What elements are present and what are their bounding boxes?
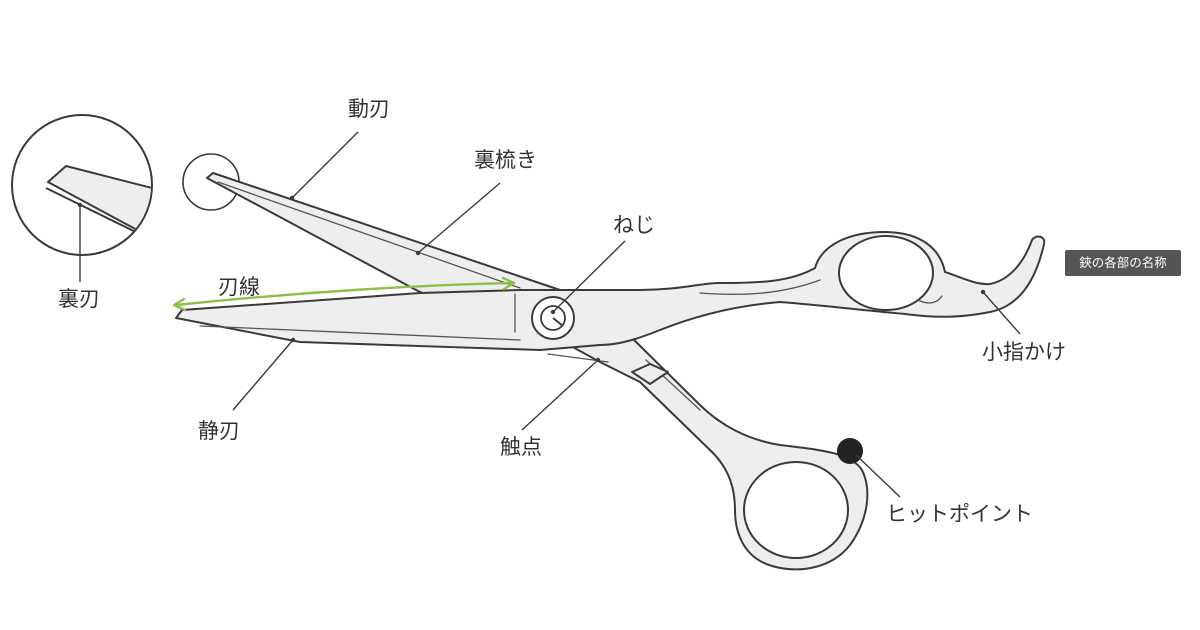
label-back-comb: 裏梳き [474,148,537,172]
still-blade-and-handle [175,231,1046,363]
label-hit-point: ヒットポイント [886,502,1033,526]
leader-back-comb [417,182,501,254]
handle-stopper [631,363,669,385]
dot-moving-blade [289,195,295,201]
label-blade-line: 刃線 [218,275,260,299]
lower-handle [559,337,869,571]
dot-back-comb [415,250,421,256]
still-blade-shape [175,231,1046,351]
label-pinky-rest: 小指かけ [982,340,1066,364]
leader-moving-blade [291,131,359,199]
dot-contact-point [595,357,601,363]
back-blade-detail [11,114,153,256]
leader-lines [77,131,1021,498]
leader-still-blade [232,339,294,411]
finger-ring-hole [838,235,934,311]
screw-slot [552,317,564,327]
still-blade-edge-line [199,325,521,341]
leader-pinky-rest [982,291,1021,335]
blade-line-curve [175,281,513,307]
thumb-ring-hole [743,461,849,559]
label-contact-point: 触点 [500,435,542,459]
blade-line-arrowhead-right [501,276,516,291]
handle-shank-line [699,279,821,295]
ring-tang-detail [917,295,943,304]
dot-pinky-rest [980,289,986,295]
detail-blade-tip [47,165,151,239]
label-moving-blade: 動刃 [348,97,390,121]
blade-line-arrowhead-left [172,297,187,312]
blade-line-arrow [172,276,516,312]
label-still-blade: 静刃 [198,419,240,443]
leader-screw [552,240,626,313]
dot-screw [550,309,556,315]
moving-blade-edge-line [217,181,521,289]
caption-badge: 鋏の各部の名称 [1065,250,1181,276]
label-back-blade: 裏刃 [58,287,100,311]
dot-still-blade [290,337,296,343]
dot-back-blade [77,202,83,208]
pivot-screw [531,296,575,340]
part-labels: 動刃 裏梳き 裏刃 刃線 ねじ 小指かけ 静刃 触点 ヒットポイント [58,97,1066,526]
leader-hit-point [855,454,901,498]
hit-point-dot [837,438,863,464]
leader-contact-point [521,359,599,431]
label-screw: ねじ [613,213,655,237]
